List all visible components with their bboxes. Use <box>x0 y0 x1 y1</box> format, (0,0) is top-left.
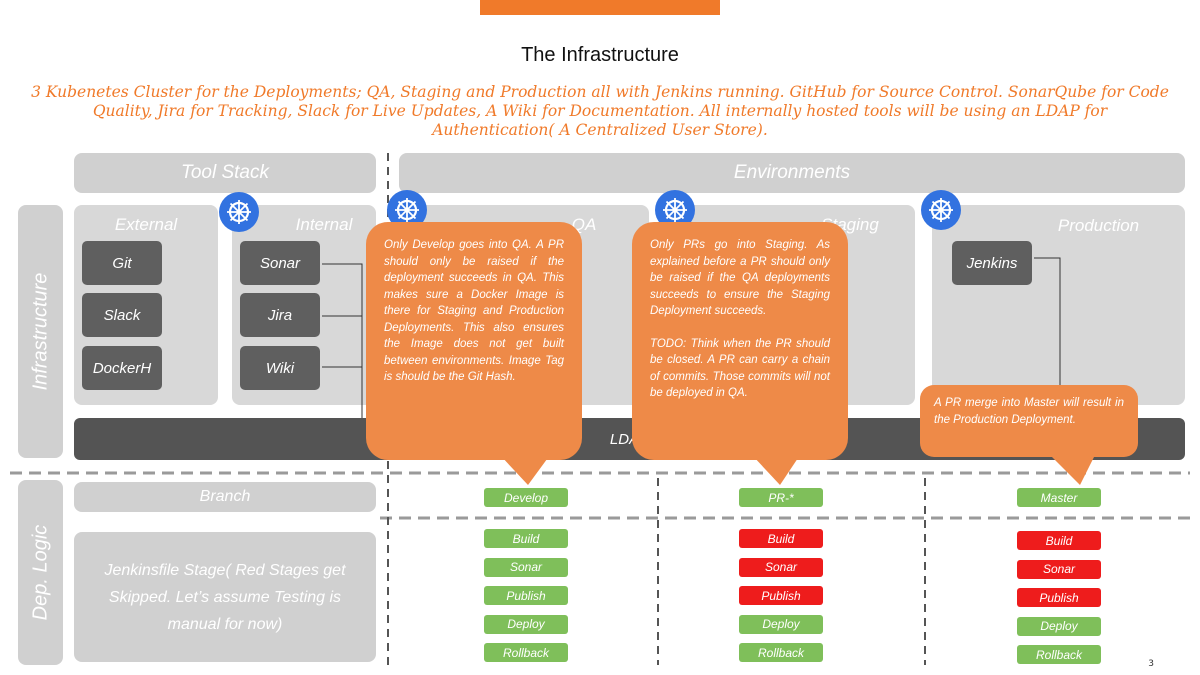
stage-sonar-production: Sonar <box>1017 559 1101 579</box>
branch-pr: PR-* <box>739 488 823 507</box>
stage-deploy-qa: Deploy <box>484 614 568 634</box>
branch-master: Master <box>1017 488 1101 507</box>
row-label-dep-logic: Dep. Logic <box>18 480 63 665</box>
jenkinsfile-stage-note: Jenkinsfile Stage( Red Stages get Skippe… <box>74 532 376 662</box>
stage-sonar-qa: Sonar <box>484 557 568 577</box>
stage-rollback-production: Rollback <box>1017 645 1101 664</box>
branch-label: Branch <box>74 482 376 512</box>
page-title: The Infrastructure <box>521 44 679 66</box>
stage-publish-staging: Publish <box>739 586 823 605</box>
callout-production: A PR merge into Master will result in th… <box>920 385 1138 457</box>
tool-stack-header: Tool Stack <box>74 153 376 193</box>
stage-build-production: Build <box>1017 531 1101 550</box>
qa-label: QA <box>571 215 597 234</box>
kubernetes-icon <box>219 192 259 232</box>
stage-sonar-staging: Sonar <box>739 557 823 577</box>
connector-jenkins-ldap <box>1034 257 1061 395</box>
stage-publish-production: Publish <box>1017 588 1101 607</box>
stage-deploy-production: Deploy <box>1017 616 1101 636</box>
callout-qa: Only Develop goes into QA. A PR should o… <box>366 222 582 460</box>
page-number: 3 <box>1148 659 1154 669</box>
row-label-infrastructure: Infrastructure <box>18 205 63 458</box>
stage-deploy-staging: Deploy <box>739 614 823 634</box>
tool-jenkins: Jenkins <box>952 241 1032 285</box>
internal-label: Internal <box>295 215 353 234</box>
stage-build-staging: Build <box>739 529 823 548</box>
tool-wiki: Wiki <box>240 346 320 390</box>
stage-rollback-staging: Rollback <box>739 643 823 662</box>
stage-build-qa: Build <box>484 529 568 548</box>
stage-publish-qa: Publish <box>484 586 568 605</box>
tool-sonar: Sonar <box>240 241 320 285</box>
stage-rollback-qa: Rollback <box>484 643 568 662</box>
page-subtitle: 3 Kubenetes Cluster for the Deployments;… <box>31 83 1169 139</box>
production-label: Production <box>1057 216 1140 235</box>
kubernetes-icon <box>921 190 961 230</box>
production-panel: Production <box>932 205 1185 405</box>
callout-staging: Only PRs go into Staging. As explained b… <box>632 222 848 460</box>
tool-jira: Jira <box>240 293 320 337</box>
environments-header: Environments <box>399 153 1185 193</box>
tool-dockerhub: DockerH <box>82 346 162 390</box>
tool-slack: Slack <box>82 293 162 337</box>
tool-git: Git <box>82 241 162 285</box>
branch-develop: Develop <box>484 488 568 507</box>
external-label: External <box>114 215 178 234</box>
top-accent-bar <box>480 0 720 15</box>
